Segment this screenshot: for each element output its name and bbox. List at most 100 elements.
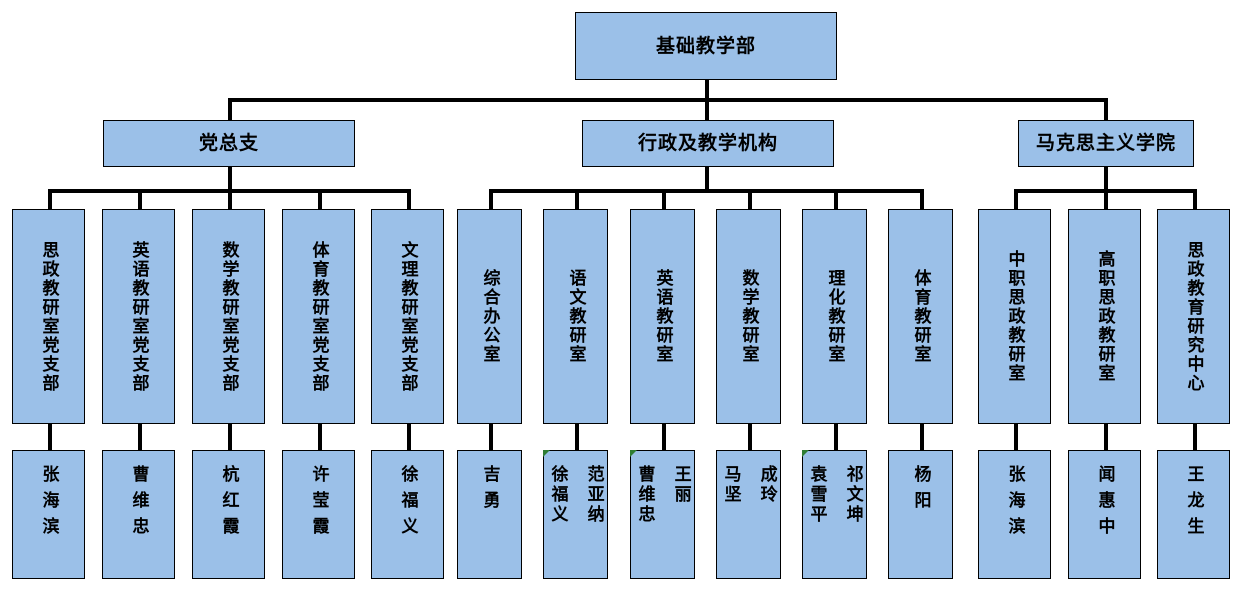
node-unit-5-label: 文理教研室党支部 [397, 240, 418, 393]
person-name: 张海滨 [38, 465, 59, 543]
node-division-party[interactable]: 党总支 [103, 120, 355, 167]
node-unit-13-label: 高职思政教研室 [1094, 250, 1115, 383]
name-column-group: 曹维忠 [127, 465, 149, 543]
person-name: 张海滨 [1004, 465, 1025, 543]
node-unit-6[interactable]: 综合办公室 [457, 209, 522, 424]
node-unit-14[interactable]: 思政教育研究中心 [1157, 209, 1230, 424]
node-unit-11-label: 体育教研室 [910, 269, 931, 364]
node-division-marxism-label: 马克思主义学院 [1035, 132, 1176, 154]
connector-unit-name-3 [228, 424, 232, 450]
connector-drop-admin [705, 98, 709, 120]
connector-party-stem [228, 167, 232, 191]
connector-unit-name-13 [1104, 424, 1108, 450]
person-name: 范亚纳 [583, 465, 604, 525]
connector-unit-name-2 [138, 424, 142, 450]
name-column-group: 杨阳 [909, 465, 931, 517]
connector-unit-name-1 [48, 424, 52, 450]
node-names-9[interactable]: 成玲马坚 [716, 450, 781, 579]
connector-admin-stem [705, 167, 709, 191]
person-name: 闻惠中 [1094, 465, 1115, 543]
node-unit-14-label: 思政教育研究中心 [1183, 240, 1204, 393]
connector-unit-name-12 [1014, 424, 1018, 450]
person-name: 徐福义 [547, 465, 568, 525]
node-names-3[interactable]: 杭红霞 [192, 450, 265, 579]
node-division-marxism[interactable]: 马克思主义学院 [1018, 120, 1194, 167]
connector-unit-name-6 [489, 424, 493, 450]
connector-admin-drop-3 [662, 189, 666, 209]
node-unit-7[interactable]: 语文教研室 [543, 209, 608, 424]
name-column-group: 杭红霞 [217, 465, 239, 543]
node-names-1[interactable]: 张海滨 [12, 450, 85, 579]
connector-marxism-drop-1 [1014, 189, 1018, 209]
person-name: 杭红霞 [218, 465, 239, 543]
node-unit-10-label: 理化教研室 [824, 269, 845, 364]
node-unit-9[interactable]: 数学教研室 [716, 209, 781, 424]
node-names-14[interactable]: 王龙生 [1157, 450, 1230, 579]
node-unit-12[interactable]: 中职思政教研室 [978, 209, 1051, 424]
person-name: 曹维忠 [128, 465, 149, 543]
name-column-group: 张海滨 [1003, 465, 1025, 543]
node-names-11[interactable]: 杨阳 [888, 450, 953, 579]
node-unit-7-label: 语文教研室 [565, 269, 586, 364]
connector-marxism-drop-3 [1193, 189, 1197, 209]
node-root[interactable]: 基础教学部 [575, 12, 837, 80]
node-names-5[interactable]: 徐福义 [371, 450, 444, 579]
connector-unit-name-10 [834, 424, 838, 450]
node-division-admin[interactable]: 行政及教学机构 [582, 120, 834, 167]
node-unit-5[interactable]: 文理教研室党支部 [371, 209, 444, 424]
name-column-group: 祁文坤袁雪平 [805, 465, 863, 525]
name-column-group: 成玲马坚 [719, 465, 777, 505]
person-name: 曹维忠 [634, 465, 655, 525]
node-unit-8-label: 英语教研室 [652, 269, 673, 364]
node-division-admin-label: 行政及教学机构 [637, 132, 778, 154]
connector-root-bus [228, 98, 1108, 102]
person-name: 王龙生 [1183, 465, 1204, 543]
node-unit-13[interactable]: 高职思政教研室 [1068, 209, 1141, 424]
person-name: 马坚 [720, 465, 741, 505]
connector-unit-name-14 [1193, 424, 1197, 450]
person-name: 许莹霞 [308, 465, 329, 543]
name-column-group: 闻惠中 [1093, 465, 1115, 543]
name-column-group: 王龙生 [1182, 465, 1204, 543]
node-unit-3-label: 数学教研室党支部 [218, 240, 239, 393]
person-name: 杨阳 [910, 465, 931, 517]
connector-admin-drop-4 [748, 189, 752, 209]
node-names-10[interactable]: 祁文坤袁雪平 [802, 450, 867, 579]
node-unit-8[interactable]: 英语教研室 [630, 209, 695, 424]
node-names-12[interactable]: 张海滨 [978, 450, 1051, 579]
node-names-2[interactable]: 曹维忠 [102, 450, 175, 579]
connector-admin-drop-2 [575, 189, 579, 209]
name-column-group: 吉勇 [478, 465, 500, 517]
node-unit-4[interactable]: 体育教研室党支部 [282, 209, 355, 424]
node-unit-10[interactable]: 理化教研室 [802, 209, 867, 424]
connector-party-drop-5 [407, 189, 411, 209]
node-unit-2-label: 英语教研室党支部 [128, 240, 149, 393]
connector-party-drop-1 [48, 189, 52, 209]
connector-drop-party [228, 98, 232, 120]
name-column-group: 王丽曹维忠 [633, 465, 691, 525]
node-unit-1-label: 思政教研室党支部 [38, 240, 59, 393]
connector-root-stem [705, 80, 709, 100]
node-names-6[interactable]: 吉勇 [457, 450, 522, 579]
node-names-8[interactable]: 王丽曹维忠 [630, 450, 695, 579]
connector-unit-name-7 [575, 424, 579, 450]
connector-marxism-drop-2 [1104, 189, 1108, 209]
node-unit-9-label: 数学教研室 [738, 269, 759, 364]
node-names-4[interactable]: 许莹霞 [282, 450, 355, 579]
comment-corner-icon [630, 450, 637, 457]
person-name: 成玲 [756, 465, 777, 505]
name-column-group: 张海滨 [37, 465, 59, 543]
connector-admin-drop-6 [920, 189, 924, 209]
node-names-7[interactable]: 范亚纳徐福义 [543, 450, 608, 579]
node-unit-3[interactable]: 数学教研室党支部 [192, 209, 265, 424]
node-names-13[interactable]: 闻惠中 [1068, 450, 1141, 579]
connector-unit-name-9 [748, 424, 752, 450]
node-unit-1[interactable]: 思政教研室党支部 [12, 209, 85, 424]
node-unit-2[interactable]: 英语教研室党支部 [102, 209, 175, 424]
node-unit-4-label: 体育教研室党支部 [308, 240, 329, 393]
connector-unit-name-11 [920, 424, 924, 450]
node-unit-12-label: 中职思政教研室 [1004, 250, 1025, 383]
connector-marxism-stem [1104, 167, 1108, 191]
node-unit-11[interactable]: 体育教研室 [888, 209, 953, 424]
name-column-group: 徐福义 [396, 465, 418, 543]
